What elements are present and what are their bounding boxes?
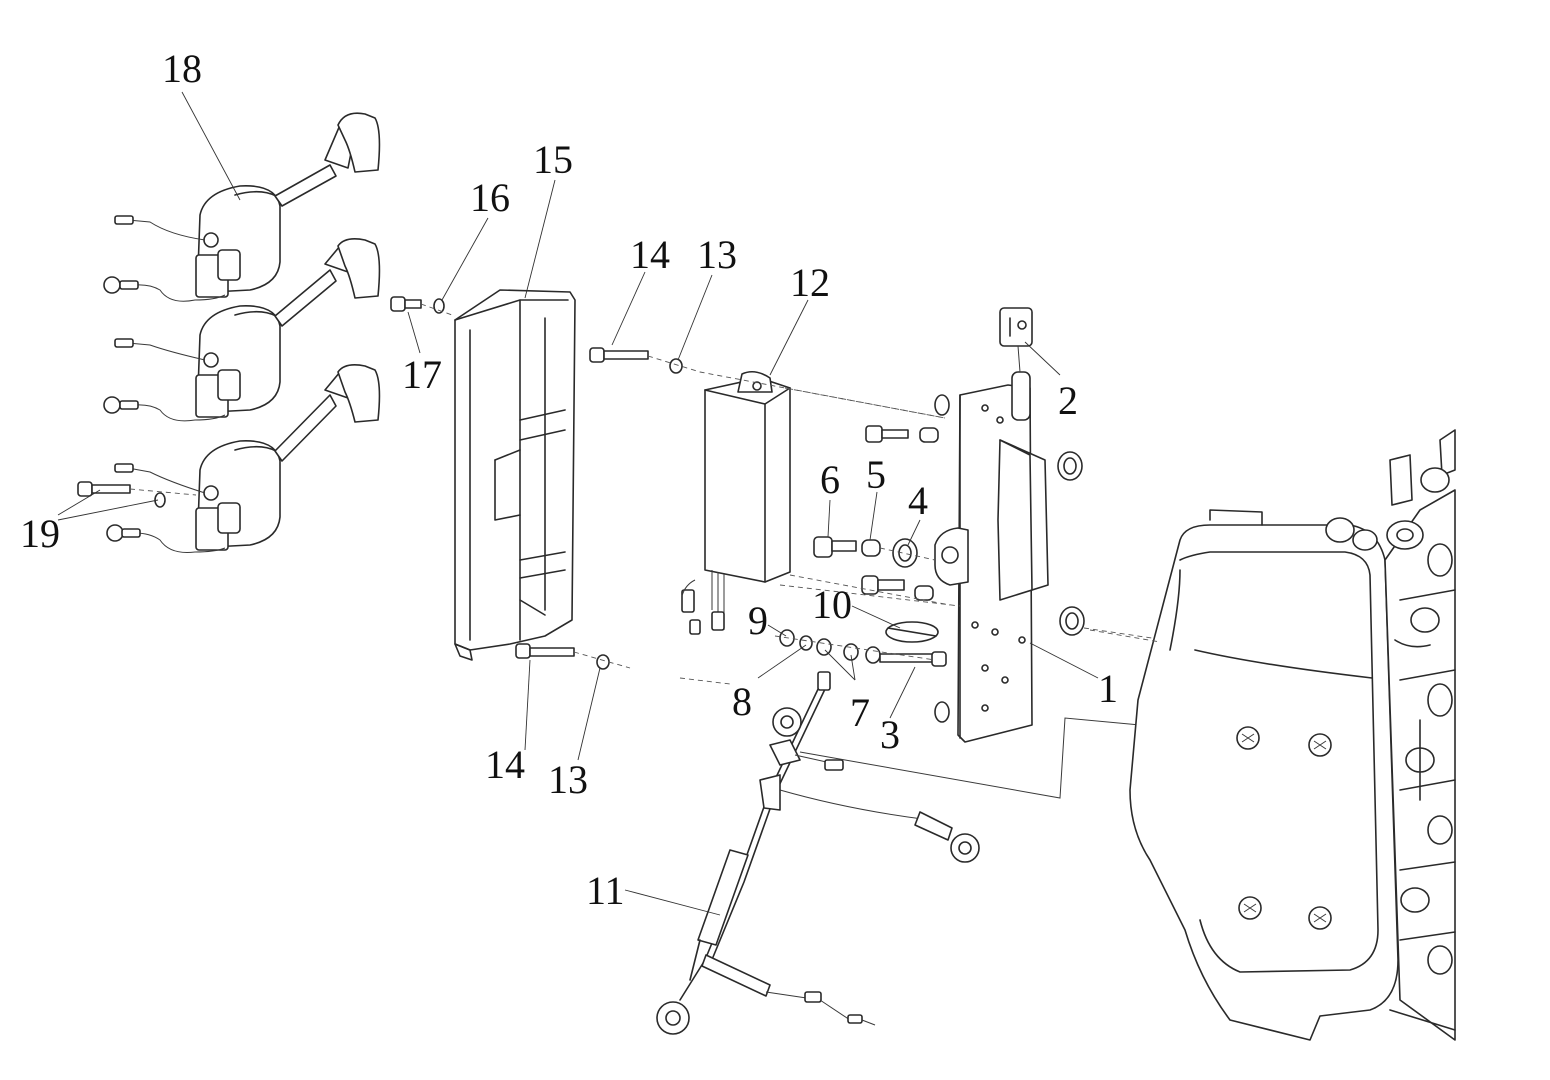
bolt-set-middle	[813, 536, 936, 568]
ignition-coil-bottom	[106, 364, 381, 553]
cdi-module	[681, 370, 791, 635]
callout-12: 12	[790, 260, 830, 305]
ignition-coil-middle	[103, 238, 381, 422]
assembly-dashed-lines	[784, 387, 1161, 643]
callout-labels: 18 15 16 17 14 13 12 2 6 5 4 10 9 8 7 3 …	[20, 46, 1118, 913]
callout-8: 8	[732, 679, 752, 724]
callout-15: 15	[533, 137, 573, 182]
bottom-long-bolt	[515, 643, 731, 685]
callout-14-top: 14	[630, 232, 670, 277]
mounting-plate	[934, 371, 1166, 743]
callout-13-bottom: 13	[548, 757, 588, 802]
callout-1: 1	[1098, 666, 1118, 711]
electrical-box-cover	[454, 289, 576, 661]
bracket-clip	[999, 307, 1033, 373]
callout-4: 4	[908, 478, 928, 523]
callout-5: 5	[866, 452, 886, 497]
callout-13-top: 13	[697, 232, 737, 277]
callout-7: 7	[850, 690, 870, 735]
callout-3: 3	[880, 712, 900, 757]
coil-bolt-and-washer	[77, 481, 197, 508]
callout-10: 10	[812, 582, 852, 627]
callout-11: 11	[586, 868, 625, 913]
hose-clamp	[885, 621, 939, 643]
wire-harness	[656, 671, 1141, 1035]
nuts-and-washers-lower	[774, 629, 947, 667]
engine-block	[1129, 429, 1456, 1041]
callout-16: 16	[470, 175, 510, 220]
leader-lines	[57, 91, 1099, 916]
callout-14-bottom: 14	[485, 742, 525, 787]
callout-17: 17	[402, 352, 442, 397]
callout-2: 2	[1058, 378, 1078, 423]
callout-19: 19	[20, 511, 60, 556]
cover-bolt-and-washer	[390, 296, 456, 317]
callout-6: 6	[820, 457, 840, 502]
bolt-set-upper	[865, 425, 939, 443]
ignition-coil-top	[103, 112, 381, 302]
callout-9: 9	[748, 598, 768, 643]
top-long-bolt	[589, 347, 946, 419]
callout-18: 18	[162, 46, 202, 91]
